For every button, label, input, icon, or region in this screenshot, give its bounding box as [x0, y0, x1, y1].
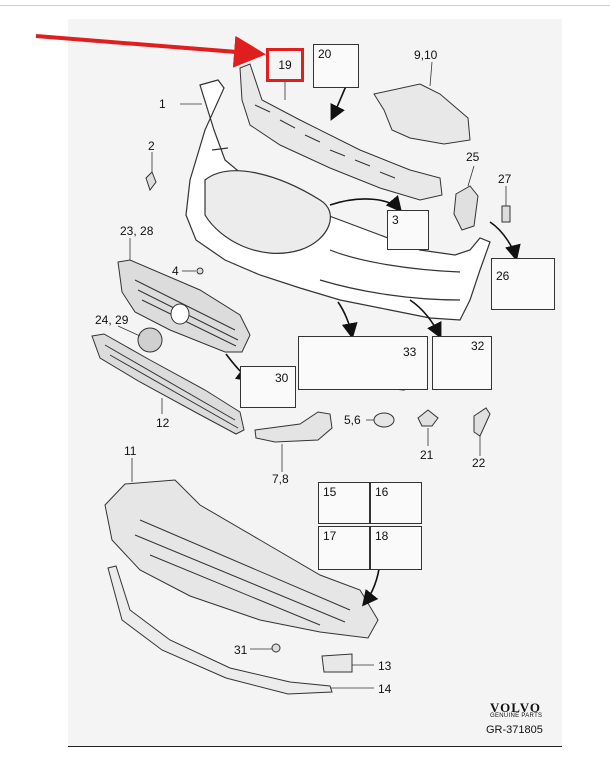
label-13: 13 — [378, 659, 392, 673]
part-5-6 — [373, 412, 395, 428]
reference-code: GR-371805 — [486, 724, 543, 736]
label-26: 26 — [496, 269, 510, 283]
label-22: 22 — [472, 456, 486, 470]
grille — [117, 259, 251, 353]
box-33: 33 — [298, 336, 428, 390]
under-shield — [104, 479, 379, 639]
label-24-29: 24, 29 — [95, 313, 129, 327]
label-25: 25 — [466, 150, 480, 164]
label-4: 4 — [172, 264, 179, 278]
box-15: 15 — [318, 482, 370, 524]
label-27: 27 — [498, 172, 512, 186]
label-17: 17 — [323, 529, 337, 543]
part-21 — [417, 409, 439, 427]
fog-light-trim — [254, 411, 333, 443]
box-30: 30 — [240, 366, 296, 408]
callout-33 — [337, 301, 358, 340]
part-25 — [453, 185, 479, 231]
bumper-cover — [185, 79, 491, 321]
label-23-28: 23, 28 — [120, 224, 154, 238]
box-18: 18 — [370, 526, 422, 570]
part-9-10 — [373, 83, 471, 145]
label-30: 30 — [275, 371, 289, 385]
label-11: 11 — [124, 444, 137, 458]
callout-3 — [329, 195, 403, 213]
label-2: 2 — [148, 139, 155, 153]
highlight-box-19: 19 — [266, 48, 304, 82]
volvo-logo: VOLVO — [490, 700, 541, 715]
box-17: 17 — [318, 526, 370, 570]
label-3: 3 — [392, 213, 399, 227]
label-14: 14 — [378, 682, 392, 696]
label-18: 18 — [375, 529, 389, 543]
label-1: 1 — [159, 97, 166, 111]
emblem — [137, 327, 163, 353]
bottom-divider — [68, 746, 562, 747]
label-21: 21 — [420, 448, 434, 462]
label-7-8: 7,8 — [272, 472, 289, 486]
box-16: 16 — [370, 482, 422, 524]
label-19: 19 — [278, 58, 292, 72]
box-26: 26 — [491, 258, 555, 310]
callout-20 — [330, 85, 347, 121]
box-32: 32 — [432, 336, 492, 390]
lower-grille-strip — [91, 333, 245, 435]
box-3: 3 — [387, 210, 429, 250]
part-4 — [196, 267, 204, 275]
genuine-parts-text: GENUINE PARTS — [490, 713, 543, 719]
label-31: 31 — [234, 643, 248, 657]
label-16: 16 — [375, 485, 389, 499]
callout-26 — [489, 221, 521, 262]
part-2 — [145, 171, 157, 192]
part-13 — [321, 653, 353, 673]
label-33: 33 — [403, 345, 417, 359]
label-15: 15 — [323, 485, 337, 499]
red-pointer-arrow — [35, 34, 266, 68]
part-22 — [473, 407, 491, 437]
top-divider — [0, 5, 610, 6]
box-20: 20 — [313, 44, 359, 88]
leader-lines — [117, 61, 507, 689]
spoiler-lip — [107, 565, 333, 695]
part-31 — [271, 643, 281, 653]
label-20: 20 — [318, 47, 332, 61]
label-9-10: 9,10 — [414, 48, 438, 62]
callout-32 — [409, 299, 442, 339]
label-32: 32 — [471, 339, 485, 353]
label-5-6: 5,6 — [344, 413, 361, 427]
label-12: 12 — [156, 416, 170, 430]
part-27 — [501, 205, 511, 223]
upper-bracket — [239, 63, 443, 201]
